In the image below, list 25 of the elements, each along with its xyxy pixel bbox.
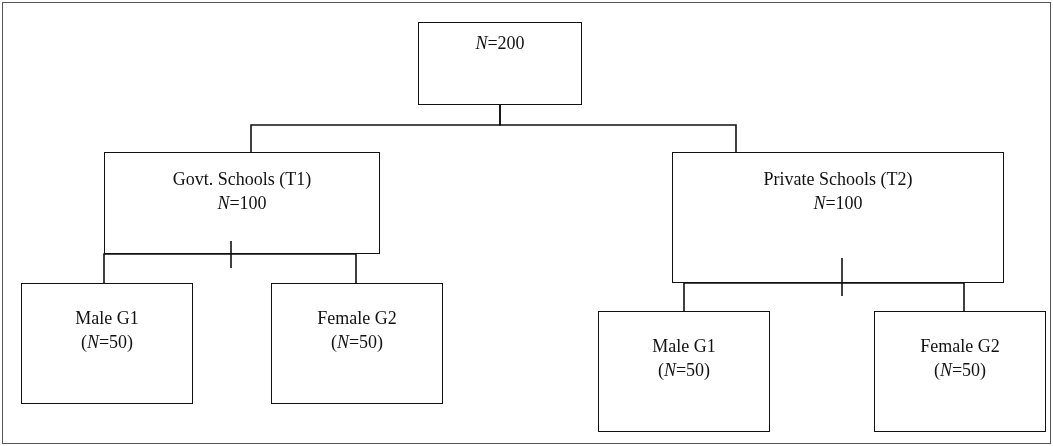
node-text: (N=50)	[657, 359, 711, 382]
node-box	[874, 311, 1046, 432]
node-text: Female G2	[920, 335, 1000, 358]
node-box	[21, 283, 193, 404]
node-text: Male G1	[652, 335, 716, 358]
node-box	[672, 152, 1004, 283]
connector-line	[499, 104, 737, 153]
node-text: Female G2	[317, 307, 397, 330]
node-text: (N=50)	[80, 331, 134, 354]
node-box	[418, 22, 582, 105]
node-text: (N=50)	[330, 331, 384, 354]
node-box	[598, 311, 770, 432]
node-text: (N=50)	[933, 359, 987, 382]
connector-line	[683, 282, 843, 312]
node-box	[104, 152, 380, 254]
node-box	[271, 283, 443, 404]
node-text: N=200	[475, 32, 525, 55]
node-text: N=100	[217, 192, 267, 215]
node-text: Govt. Schools (T1)	[172, 168, 312, 191]
node-text: Private Schools (T2)	[763, 168, 913, 191]
connector-line	[841, 282, 965, 312]
connector-line	[230, 253, 357, 284]
node-text: Male G1	[75, 307, 139, 330]
node-text: N=100	[813, 192, 863, 215]
connector-line	[103, 253, 232, 284]
